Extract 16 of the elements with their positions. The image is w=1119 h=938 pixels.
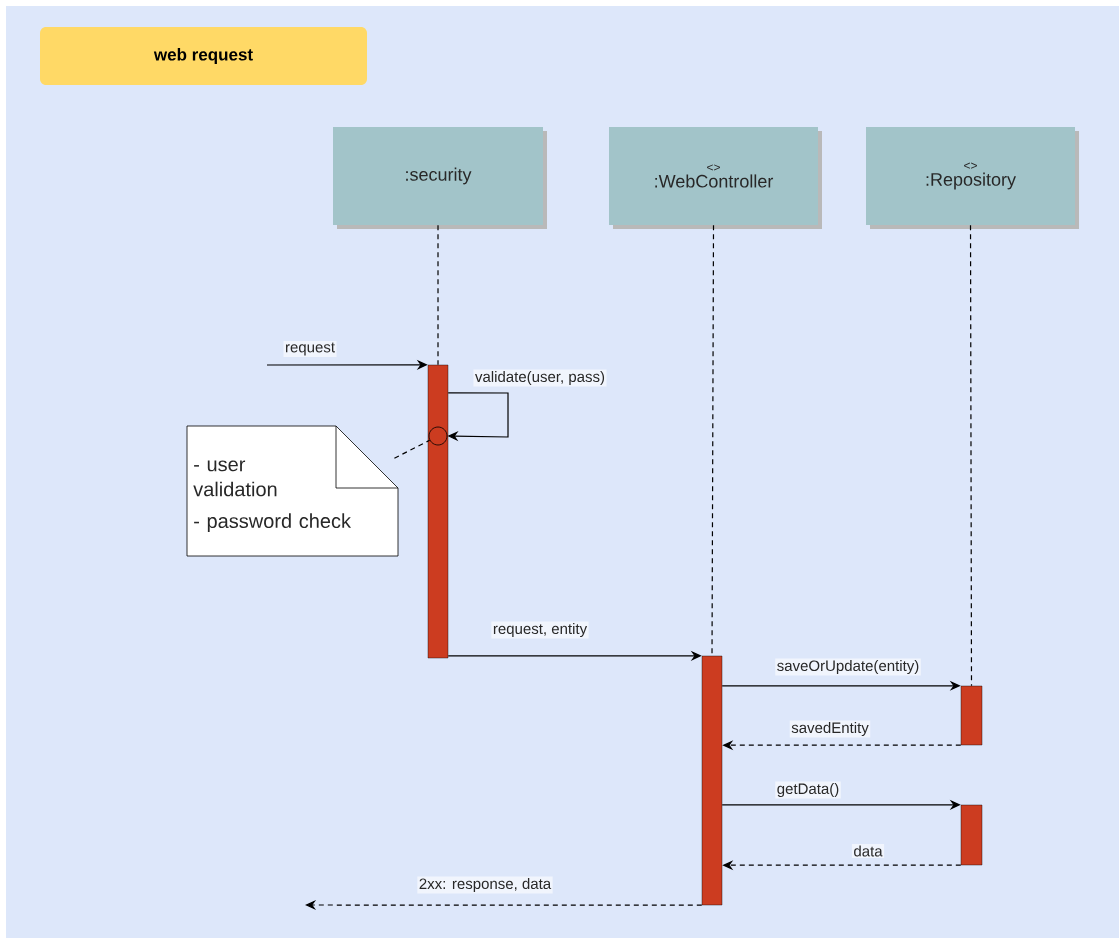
message-label: request (283, 341, 337, 357)
activation-bar (960, 804, 983, 866)
activation-bar (960, 685, 983, 746)
leader-line (393, 439, 431, 459)
note: - user validation - password check (186, 425, 399, 557)
message-label: data (851, 844, 885, 858)
lifeline (437, 224, 439, 366)
title-tab: web request (40, 27, 367, 85)
activation-bar (701, 655, 723, 906)
lifeline (969, 224, 973, 687)
message-arrow (447, 392, 509, 442)
activation-bar (427, 364, 449, 659)
lifeline-head: <> :Repository (866, 127, 1079, 229)
lifeline-head: :security (333, 127, 547, 229)
circle-marker (428, 426, 448, 446)
lifeline-head: <> :WebController (609, 127, 822, 229)
